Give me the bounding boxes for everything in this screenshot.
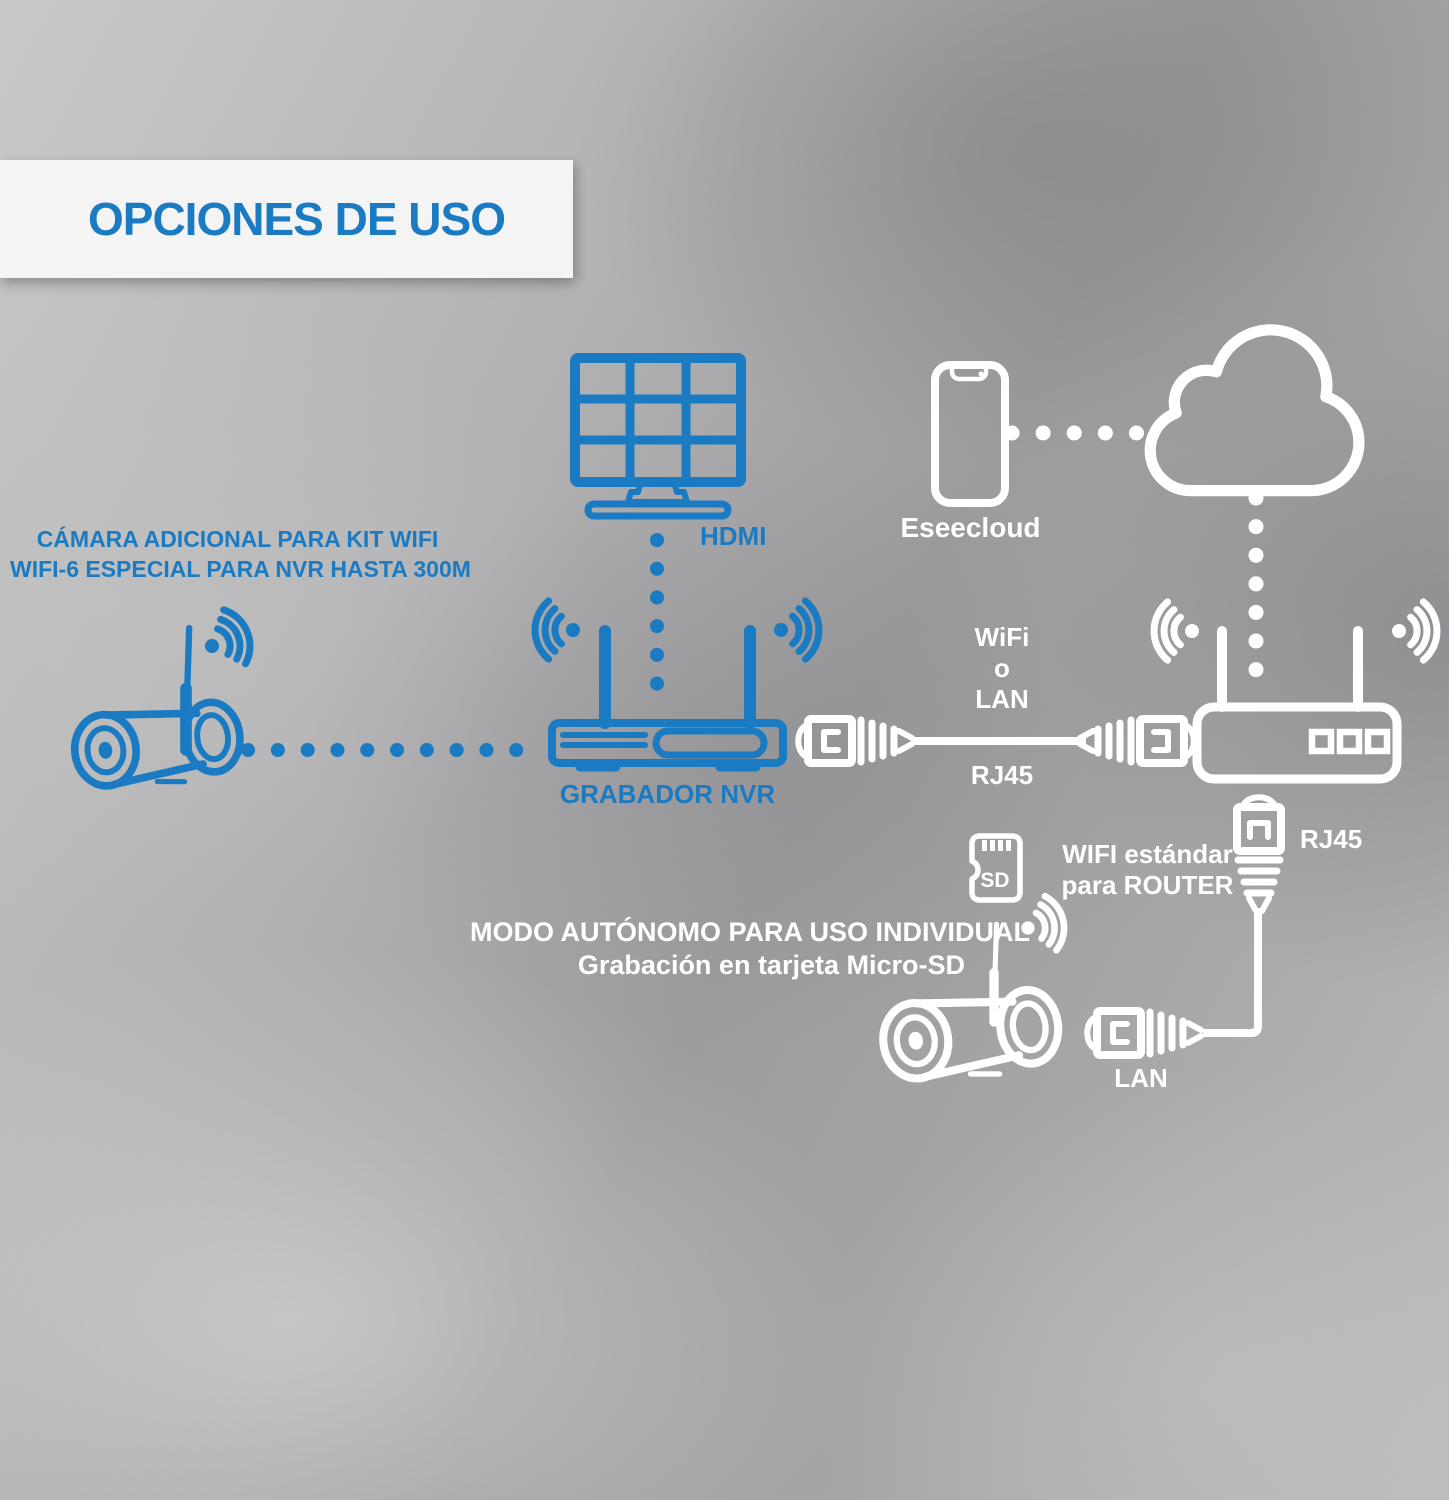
monitor-icon: [570, 353, 746, 520]
rj45-cable-label: RJ45: [970, 760, 1034, 790]
router-icon: [1154, 602, 1437, 784]
connection-type-label: WiFi o LAN: [952, 622, 1052, 715]
camera-note-line1: CÁMARA ADICIONAL PARA KIT WIFI: [36, 526, 439, 552]
title-banner: OPCIONES DE USO: [0, 160, 573, 278]
wireless-camera-icon: [71, 605, 258, 795]
router-wifi-line1: WIFI estándar: [1062, 839, 1233, 869]
phone-app-label: Eseecloud: [900, 512, 1041, 543]
wifi-signal-icon: [774, 601, 819, 659]
or-option: o: [994, 653, 1010, 683]
nvr-recorder-icon: [535, 601, 819, 772]
sd-card-label: SD: [980, 869, 1010, 892]
ethernet-cable-rj45: [798, 719, 1194, 763]
wifi-signal-icon: [195, 605, 258, 676]
standalone-note: MODO AUTÓNOMO PARA USO INDIVIDUAL Grabac…: [470, 916, 1030, 982]
standalone-note-line1: MODO AUTÓNOMO PARA USO INDIVIDUAL: [470, 917, 1030, 947]
lan-cable-to-router: [1087, 797, 1281, 1055]
camera-note: CÁMARA ADICIONAL PARA KIT WIFI WIFI-6 ES…: [10, 524, 471, 584]
wifi-signal-icon: [1392, 602, 1437, 660]
nvr-label: GRABADOR NVR: [559, 779, 776, 809]
smartphone-icon: [931, 361, 1009, 507]
camera-note-line2: WIFI-6 ESPECIAL PARA NVR HASTA 300M: [10, 556, 471, 582]
router-wifi-line2: para ROUTER: [1061, 870, 1234, 900]
rj45-right-label: RJ45: [1300, 824, 1363, 854]
cloud-icon: [1144, 324, 1365, 497]
page-title: OPCIONES DE USO: [88, 193, 506, 245]
lan-option: LAN: [975, 684, 1029, 714]
wifi-signal-icon: [1154, 602, 1199, 660]
router-wifi-note: WIFI estándar para ROUTER: [1035, 839, 1260, 901]
wifi-signal-icon: [535, 601, 580, 659]
wifi-option: WiFi: [974, 622, 1030, 652]
sd-card-icon: [969, 833, 1023, 903]
lan-label: LAN: [1114, 1063, 1168, 1093]
standalone-note-line2: Grabación en tarjeta Micro-SD: [577, 950, 965, 980]
hdmi-label: HDMI: [700, 521, 767, 551]
